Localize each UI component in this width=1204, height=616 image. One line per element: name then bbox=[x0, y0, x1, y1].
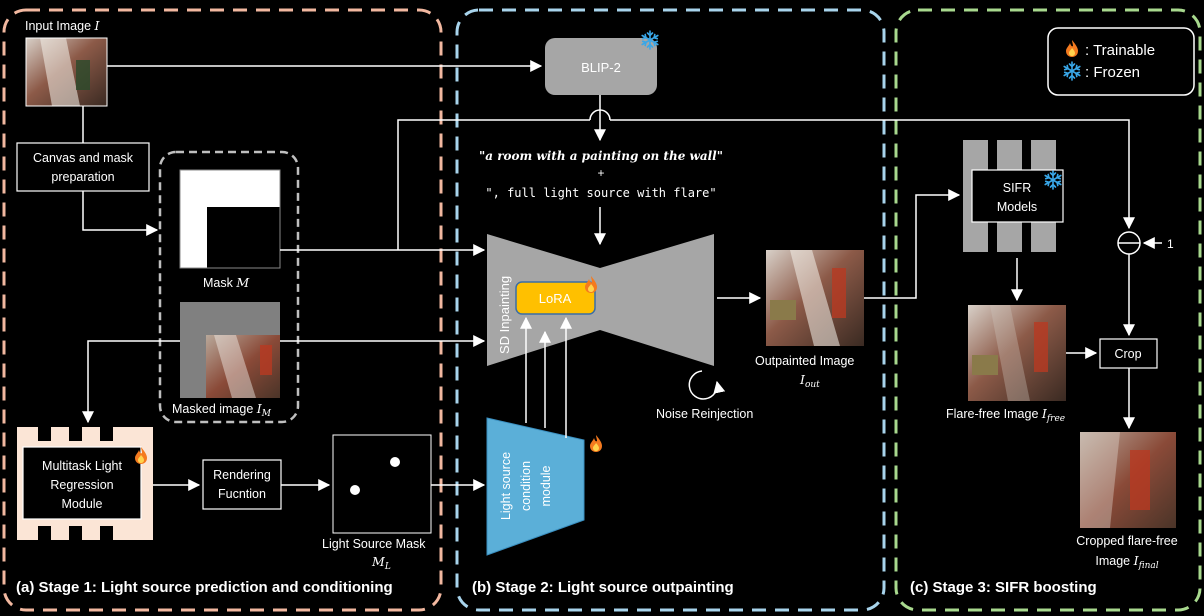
blip2-label: BLIP-2 bbox=[581, 60, 621, 75]
mtl-line1: Multitask Light bbox=[42, 459, 122, 473]
input-image-thumb bbox=[25, 37, 108, 107]
canvas-prep-line1: Canvas and mask bbox=[33, 151, 134, 165]
mtl-line3: Module bbox=[62, 497, 103, 511]
lscm-flame-icon bbox=[590, 435, 602, 452]
masked-image-thumb bbox=[180, 302, 280, 398]
prompt-line1: "a room with a painting on the wall" bbox=[479, 149, 723, 163]
blip2-box bbox=[545, 38, 657, 95]
cropped-line1: Cropped flare-free bbox=[1076, 534, 1177, 548]
cropped-image-thumb bbox=[1080, 432, 1176, 528]
crop-box bbox=[1099, 338, 1158, 369]
stage3-label: (c) Stage 3: SIFR boosting bbox=[910, 579, 1097, 596]
cropped-line2: Image Ifinal bbox=[1095, 553, 1158, 571]
outpainted-image-thumb bbox=[766, 250, 864, 346]
crop-label: Crop bbox=[1114, 347, 1141, 361]
noise-reinjection-label: Noise Reinjection bbox=[656, 407, 753, 421]
mtl-line2: Regression bbox=[50, 478, 113, 492]
render-line1: Rendering bbox=[213, 468, 271, 482]
mask-label: Mask M bbox=[203, 275, 250, 290]
stage1-frame bbox=[2, 8, 443, 612]
outpainted-label: Outpainted Image bbox=[755, 354, 854, 368]
sifr-models-block bbox=[963, 140, 1064, 252]
outpainted-sym: Iout bbox=[799, 372, 820, 390]
legend-frozen: : Frozen bbox=[1085, 64, 1140, 81]
lscm-line3: module bbox=[539, 465, 553, 506]
legend-trainable: : Trainable bbox=[1085, 42, 1155, 59]
prompt-line2: ", full light source with flare" bbox=[485, 186, 716, 200]
stage2-label: (b) Stage 2: Light source outpainting bbox=[472, 579, 734, 596]
ls-mask-sym: ML bbox=[371, 554, 391, 572]
lscm-line1: Light source bbox=[499, 452, 513, 520]
lora-label: LoRA bbox=[539, 291, 572, 306]
light-source-condition-module bbox=[486, 417, 585, 556]
stage2-frame bbox=[455, 8, 886, 612]
sd-inpainting-label: SD Inpainting bbox=[497, 276, 512, 354]
noise-reinjection-loop bbox=[688, 370, 726, 400]
prompt-plus: + bbox=[597, 166, 604, 180]
legend-box bbox=[1047, 27, 1195, 96]
connectors bbox=[82, 60, 1162, 491]
lora-box bbox=[515, 281, 596, 315]
mask-thumb bbox=[179, 169, 281, 269]
mask-group-frame bbox=[158, 150, 300, 424]
canvas-mask-prep-box bbox=[16, 142, 150, 192]
multitask-light-regression-module bbox=[17, 427, 153, 540]
one-label: 1 bbox=[1167, 237, 1174, 251]
flare-free-label: Flare-free Image Ifree bbox=[946, 406, 1065, 424]
render-line2: Fucntion bbox=[218, 487, 266, 501]
light-source-mask-thumb bbox=[332, 434, 432, 534]
stage1-label: (a) Stage 1: Light source prediction and… bbox=[16, 579, 393, 596]
flare-free-image-thumb bbox=[968, 305, 1066, 401]
canvas-prep-line2: preparation bbox=[51, 170, 114, 184]
input-image-label: Input Image I bbox=[25, 18, 101, 33]
stage3-frame bbox=[894, 8, 1202, 612]
sifr-line2: Models bbox=[997, 200, 1037, 214]
ls-mask-label: Light Source Mask bbox=[322, 537, 426, 551]
masked-image-label: Masked image IM bbox=[172, 401, 272, 419]
sifr-line1: SIFR bbox=[1003, 181, 1031, 195]
lscm-line2: condition bbox=[519, 461, 533, 511]
